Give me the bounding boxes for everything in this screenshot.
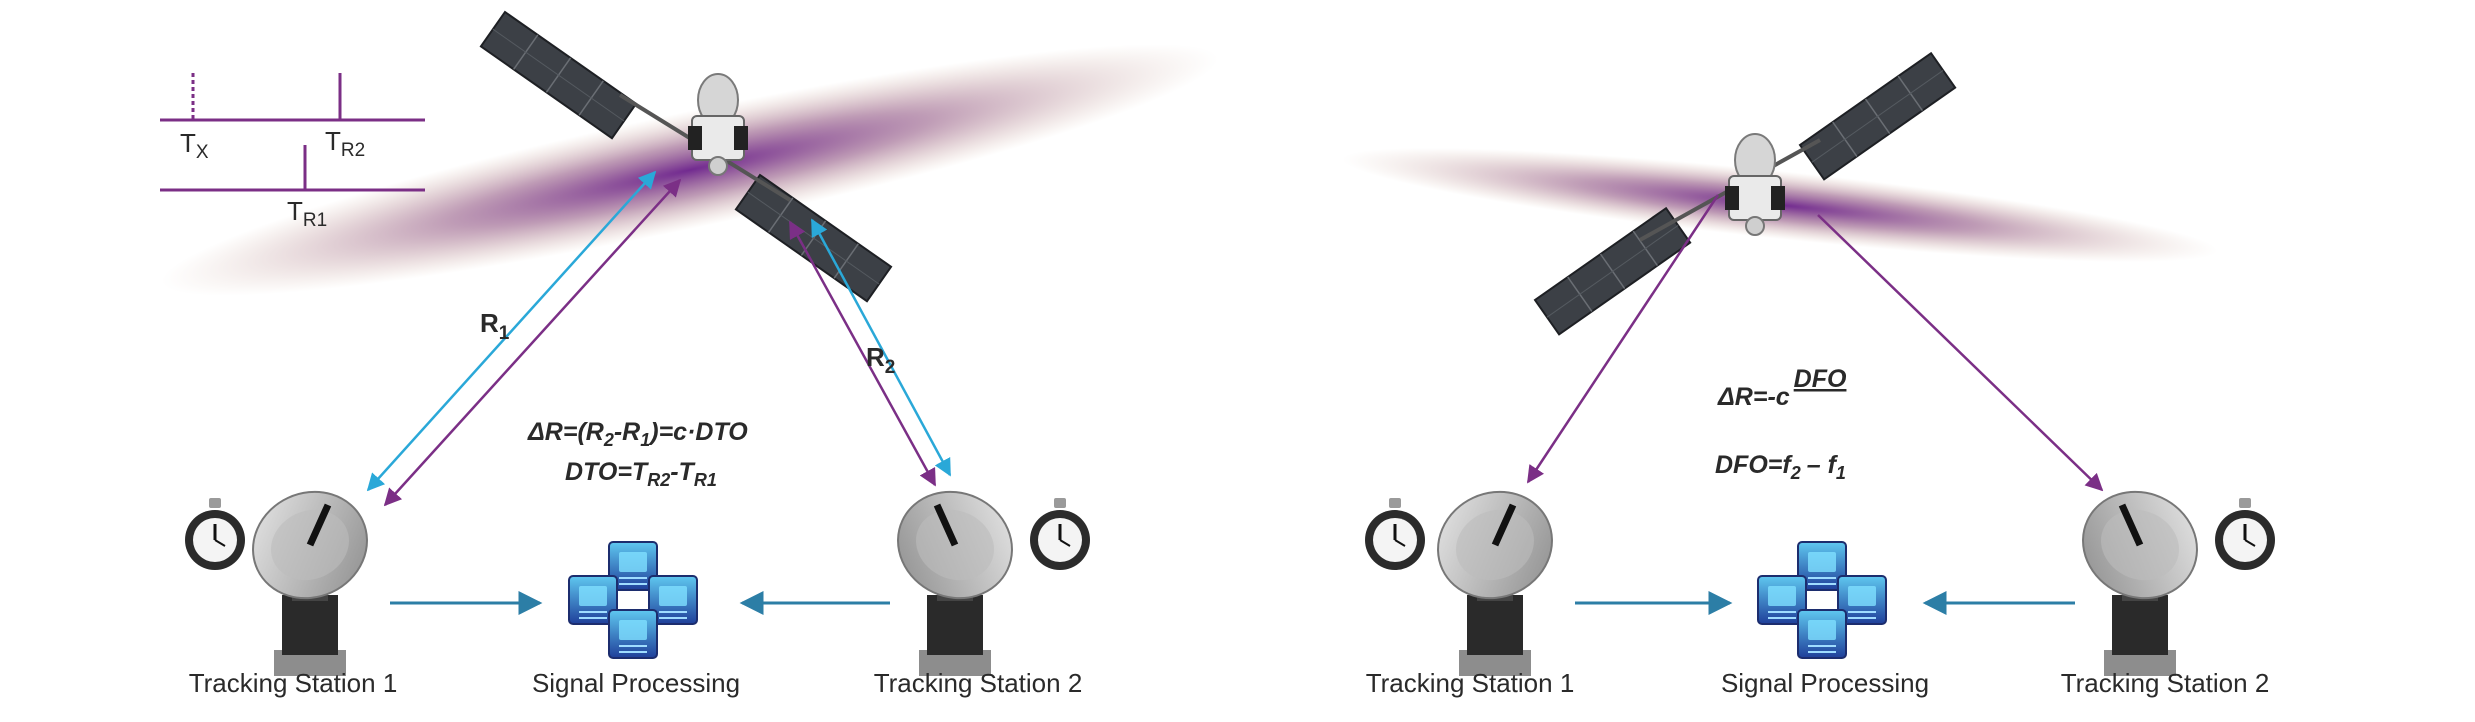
tracking-station-1-right — [1363, 473, 1570, 676]
dto-equation-2: DTO=TR2-TR1 — [565, 458, 717, 490]
tx-label: TX — [180, 128, 209, 163]
dfo-equation-1: ΔR=-cDFO — [1717, 365, 1847, 411]
dfo-equation-2: DFO=f2– f1 — [1715, 451, 1846, 483]
processing-label: Signal Processing — [532, 668, 740, 698]
tracking-station-2-left — [880, 473, 1092, 676]
signal-paths-right — [1526, 194, 2104, 492]
dish-icon — [2065, 473, 2214, 676]
dish-icon — [880, 473, 1029, 676]
r2-label: R2 — [866, 342, 895, 378]
processing-label: Signal Processing — [1721, 668, 1929, 698]
r1-purple-path — [383, 178, 682, 507]
tracking-station-1-left — [183, 473, 385, 676]
r1-label: R1 — [480, 308, 510, 344]
station2-path — [1817, 214, 2104, 492]
satellite-right — [1534, 52, 1957, 336]
tr2-label: TR2 — [325, 126, 365, 161]
r2-cyan-path — [810, 218, 952, 477]
signal-paths-left — [366, 170, 952, 507]
left-panel: TX TR2 TR1 R1 R2 ΔR=(R2-R1)=c·DTO DTO=TR… — [160, 11, 1219, 698]
station-2-label: Tracking Station 2 — [874, 668, 1083, 698]
station1-path — [1526, 194, 1720, 484]
tracking-station-2-right — [2065, 473, 2277, 676]
station-1-label: Tracking Station 1 — [1366, 668, 1575, 698]
satellite-left — [479, 11, 893, 303]
dto-equation-1: ΔR=(R2-R1)=c·DTO — [527, 418, 748, 450]
tr1-label: TR1 — [287, 196, 327, 231]
server-cluster-icon — [569, 542, 697, 658]
station-1-label: Tracking Station 1 — [189, 668, 398, 698]
server-cluster-icon — [1758, 542, 1886, 658]
stopwatch-icon — [183, 496, 247, 572]
dish-icon — [235, 473, 384, 676]
stopwatch-icon — [1028, 496, 1092, 572]
orbit-glow — [161, 44, 1219, 296]
right-panel: ΔR=-cDFO DFO=f2– f1 Tracking Station 1 S… — [1342, 52, 2277, 698]
stopwatch-icon — [2213, 496, 2277, 572]
station-2-label: Tracking Station 2 — [2061, 668, 2270, 698]
stopwatch-icon — [1363, 496, 1427, 572]
dish-icon — [1420, 473, 1569, 676]
timing-diagram: TX TR2 TR1 — [160, 73, 425, 231]
